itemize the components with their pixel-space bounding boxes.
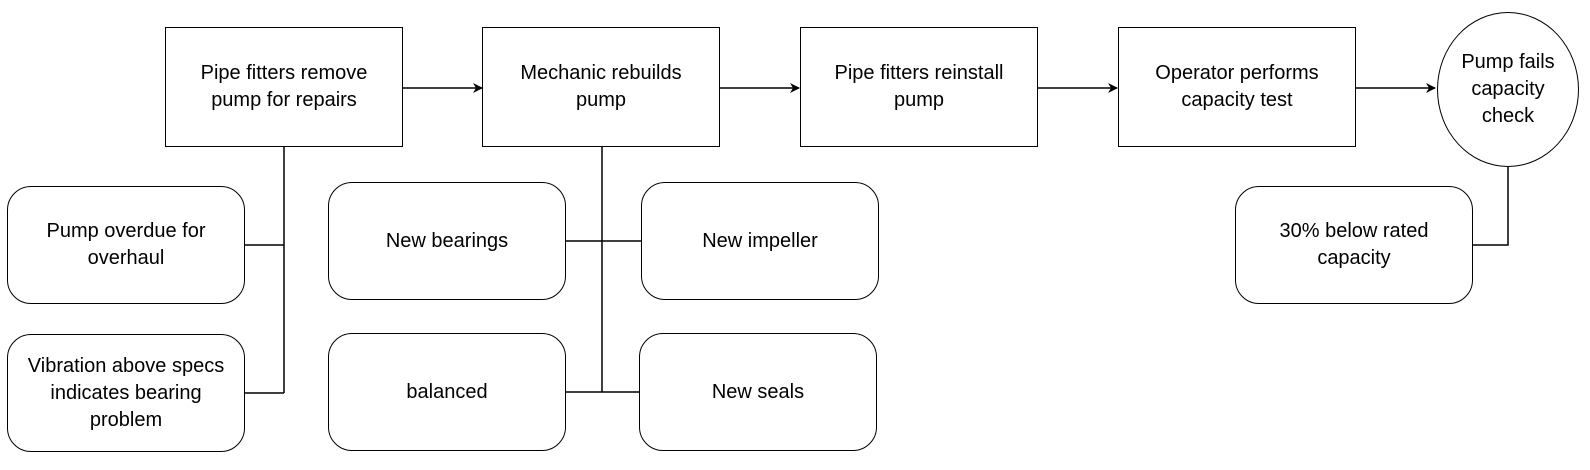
reinstall-pump-step: Pipe fitters reinstall pump — [800, 27, 1038, 147]
new-impeller-label: New impeller — [702, 229, 818, 252]
overdue-cause: Pump overdue for overhaul — [7, 186, 245, 304]
pump-fails-label: Pump fails capacity check — [1461, 51, 1555, 127]
balanced-part: balanced — [328, 333, 566, 451]
pump-fails-terminal: Pump fails capacity check — [1437, 12, 1579, 167]
remove-pump-step: Pipe fitters remove pump for repairs — [165, 27, 403, 147]
vibration-cause: Vibration above specs indicates bearing … — [7, 334, 245, 452]
reinstall-pump-label: Pipe fitters reinstall pump — [834, 62, 1004, 111]
new-bearings-part: New bearings — [328, 182, 566, 300]
new-bearings-label: New bearings — [385, 229, 509, 252]
capacity-test-step: Operator performs capacity test — [1118, 27, 1356, 147]
balanced-label: balanced — [406, 380, 488, 403]
overdue-label: Pump overdue for overhaul — [46, 220, 206, 269]
rebuild-pump-step: Mechanic rebuilds pump — [482, 27, 720, 147]
branch-fail-to-capacity-note — [1473, 167, 1509, 246]
vibration-label: Vibration above specs indicates bearing … — [27, 354, 225, 431]
new-seals-label: New seals — [711, 380, 805, 403]
remove-pump-label: Pipe fitters remove pump for repairs — [200, 62, 368, 111]
below-capacity-note: 30% below rated capacity — [1235, 186, 1473, 304]
capacity-test-label: Operator performs capacity test — [1155, 62, 1319, 111]
below-capacity-label: 30% below rated capacity — [1279, 220, 1429, 269]
new-impeller-part: New impeller — [641, 182, 879, 300]
new-seals-part: New seals — [639, 333, 877, 451]
rebuild-pump-label: Mechanic rebuilds pump — [520, 62, 682, 111]
